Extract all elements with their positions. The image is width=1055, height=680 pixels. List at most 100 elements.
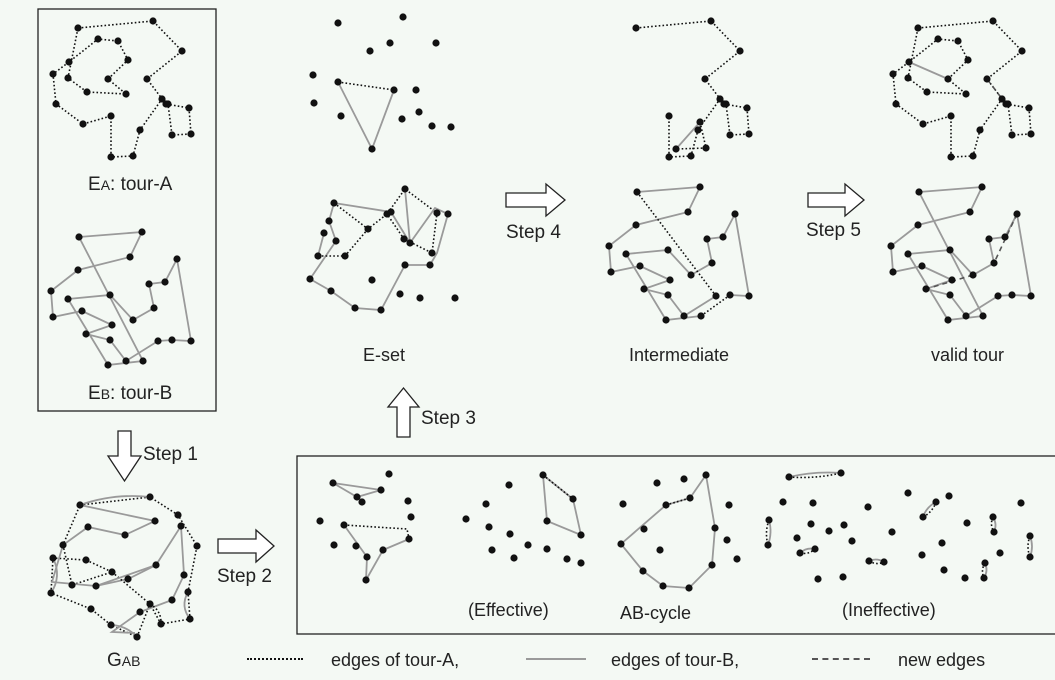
city-node — [505, 481, 513, 489]
city-node — [934, 35, 942, 43]
city-node — [848, 537, 856, 545]
city-node — [969, 152, 977, 160]
tour-graphs — [47, 13, 1035, 641]
city-node — [723, 536, 731, 544]
tour-a-graph — [49, 17, 195, 161]
city-node — [938, 539, 946, 547]
city-node — [49, 313, 57, 321]
city-node — [334, 78, 342, 86]
city-node — [400, 235, 408, 243]
city-node — [731, 210, 739, 218]
tour-b-graph — [47, 228, 195, 369]
city-node — [122, 357, 130, 365]
city-node — [524, 541, 532, 549]
city-node — [814, 575, 822, 583]
valid-tour-caption: valid tour — [931, 345, 1005, 365]
ab-cycles-left-graph — [316, 470, 415, 584]
legend-tour-b-label: edges of tour-B, — [611, 650, 740, 670]
city-node — [149, 17, 157, 25]
city-node — [79, 120, 87, 128]
tour-a-caption: EA: tour-A — [88, 174, 173, 195]
step3-label: Step 3 — [421, 408, 476, 429]
city-node — [1017, 499, 1025, 507]
tour-b-edge — [619, 472, 716, 589]
intermediate-bottom-graph — [605, 183, 753, 324]
legend-tour-b-swatch — [526, 658, 586, 660]
city-node — [1008, 291, 1016, 299]
city-node — [368, 145, 376, 153]
tour-b-edge — [908, 61, 949, 80]
city-node — [366, 47, 374, 55]
step4-label: Step 4 — [506, 222, 561, 243]
city-node — [379, 546, 387, 554]
city-node — [697, 312, 705, 320]
city-node — [405, 535, 413, 543]
city-node — [368, 276, 376, 284]
city-node — [506, 530, 514, 538]
city-node — [340, 521, 348, 529]
city-node — [510, 554, 518, 562]
city-node — [84, 523, 92, 531]
city-node — [59, 541, 67, 549]
city-node — [364, 225, 372, 233]
city-node — [330, 541, 338, 549]
city-node — [488, 546, 496, 554]
city-node — [887, 242, 895, 250]
city-node — [185, 104, 193, 112]
city-node — [152, 561, 160, 569]
city-node — [462, 515, 470, 523]
city-node — [811, 545, 819, 553]
city-node — [76, 501, 84, 509]
city-node — [994, 292, 1002, 300]
ab-cycles-frame — [296, 455, 1055, 635]
city-node — [653, 479, 661, 487]
city-node — [785, 473, 793, 481]
city-node — [387, 208, 395, 216]
city-node — [406, 239, 414, 247]
city-node — [114, 37, 122, 45]
city-node — [399, 13, 407, 21]
ab-cycles-ineffective-graph — [764, 469, 1034, 583]
city-node — [74, 266, 82, 274]
city-node — [726, 131, 734, 139]
gab-caption: GAB — [107, 650, 141, 671]
intermediate-top-graph — [632, 17, 753, 161]
city-node — [966, 208, 974, 216]
city-node — [919, 513, 927, 521]
city-node — [946, 291, 954, 299]
legend-tour-a-label: edges of tour-A, — [331, 650, 460, 670]
city-node — [963, 519, 971, 527]
tour-b-edge — [337, 81, 395, 152]
city-node — [666, 276, 674, 284]
city-node — [736, 47, 744, 55]
new-edge — [925, 274, 974, 290]
city-node — [168, 336, 176, 344]
city-node — [687, 152, 695, 160]
city-node — [543, 545, 551, 553]
city-node — [665, 153, 673, 161]
city-node — [708, 561, 716, 569]
city-node — [168, 596, 176, 604]
step1-arrow — [106, 430, 143, 483]
tour-a-edge — [542, 474, 574, 500]
tour-b-edge — [624, 211, 751, 321]
city-node — [108, 321, 116, 329]
city-node — [1027, 292, 1035, 300]
city-node — [1026, 553, 1034, 561]
city-node — [703, 235, 711, 243]
city-node — [779, 498, 787, 506]
city-node — [386, 39, 394, 47]
city-node — [187, 337, 195, 345]
city-node — [154, 337, 162, 345]
city-node — [401, 261, 409, 269]
city-node — [180, 571, 188, 579]
city-node — [94, 35, 102, 43]
city-node — [1001, 233, 1009, 241]
city-node — [82, 556, 90, 564]
city-node — [124, 575, 132, 583]
city-node — [945, 492, 953, 500]
city-node — [362, 576, 370, 584]
ab-cycles-effective-graph — [462, 471, 585, 567]
city-node — [428, 249, 436, 257]
